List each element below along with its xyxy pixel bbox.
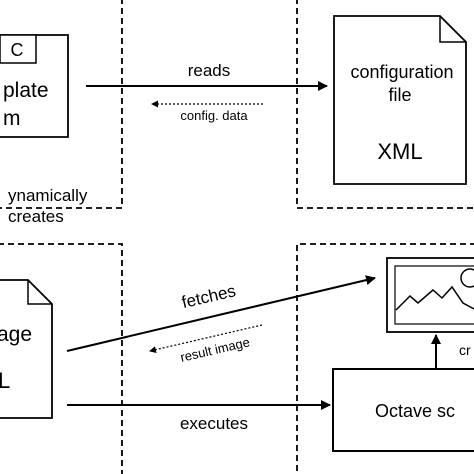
configuration-file-document: configuration file XML	[333, 15, 467, 185]
configuration-file-line1: configuration	[350, 62, 453, 82]
template-document-line2: m	[3, 107, 21, 130]
configuration-file-line2: file	[388, 85, 411, 105]
result-image-arrow	[149, 324, 263, 354]
configuration-file-shape	[333, 15, 467, 185]
container-bottom-left	[0, 243, 123, 474]
container-top-right	[296, 0, 474, 209]
cropped-label: cr	[459, 342, 471, 358]
fetches-label: fetches	[180, 281, 238, 312]
dynamically-label: ynamically	[8, 186, 88, 205]
bottom-left-document-fold	[27, 280, 52, 305]
bottom-left-document-line1: age	[0, 323, 32, 346]
creates-label: creates	[8, 207, 64, 226]
template-document-line1: plate	[3, 79, 49, 102]
config-data-label: config. data	[180, 108, 248, 123]
result-image-thumbnail	[386, 257, 474, 333]
bottom-left-document-shape	[0, 279, 53, 419]
bottom-left-document: age L	[0, 279, 53, 419]
fetches-arrow	[66, 275, 376, 352]
configuration-file-format: XML	[377, 139, 422, 164]
sun-icon	[460, 268, 474, 288]
container-bottom-right	[296, 243, 474, 474]
reads-label: reads	[188, 61, 231, 80]
mountain-icon	[395, 285, 474, 311]
bottom-left-document-line2: L	[0, 368, 10, 393]
container-top-left	[0, 0, 123, 209]
executes-label: executes	[180, 414, 248, 433]
template-class-letter: C	[11, 40, 24, 60]
octave-script-box	[332, 368, 474, 452]
octave-script-label: Octave sc	[375, 401, 455, 421]
template-document: C plate m	[0, 34, 69, 138]
template-class-box	[0, 34, 37, 64]
result-image-label: result image	[179, 334, 251, 365]
configuration-file-fold	[439, 16, 466, 43]
